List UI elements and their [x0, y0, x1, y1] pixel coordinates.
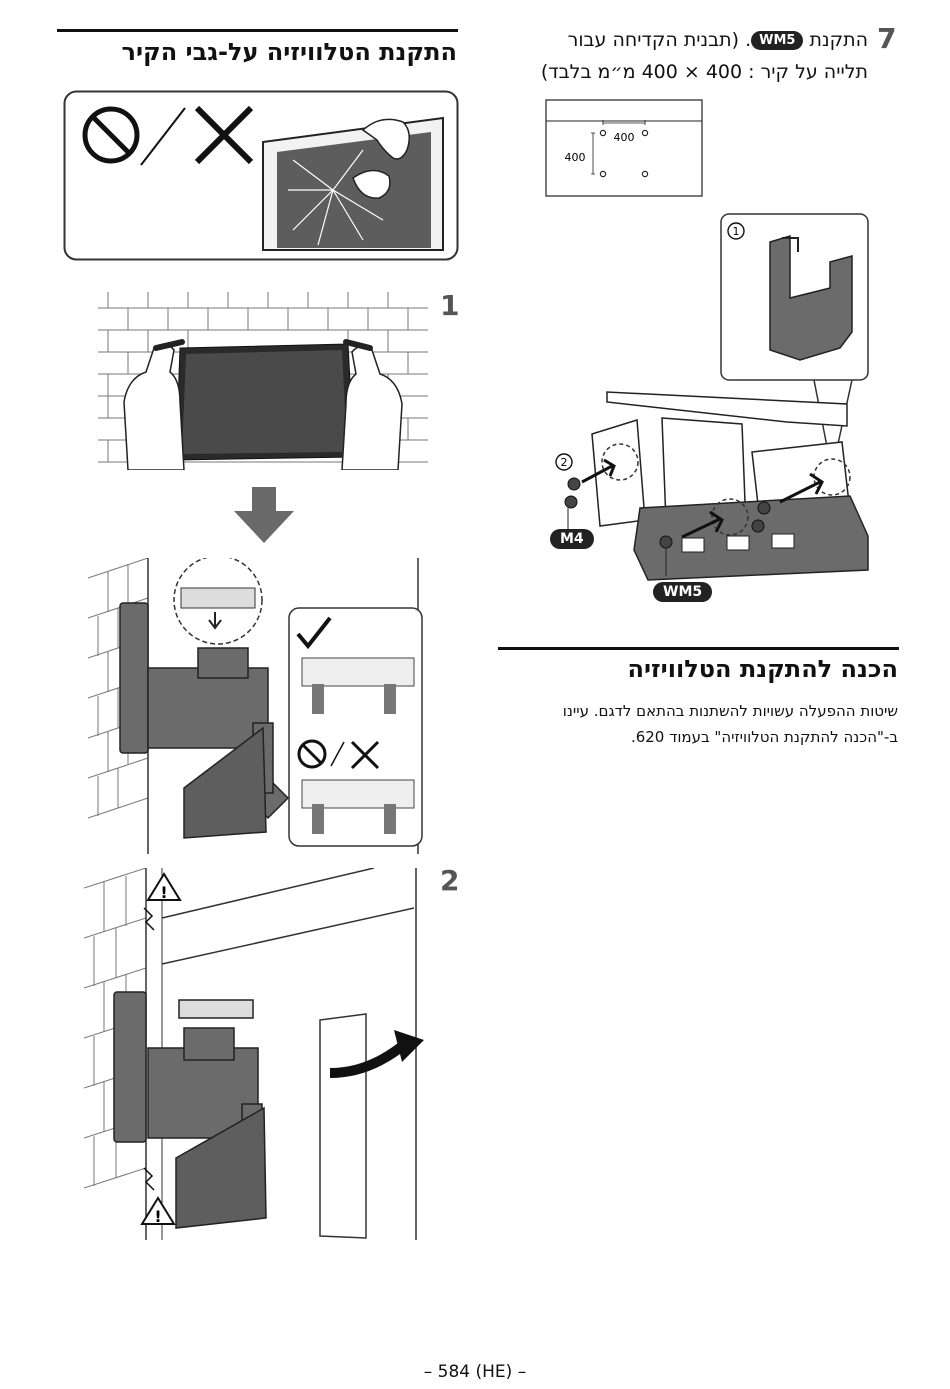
right-section-body-line1: שיטות ההפעלה עשויות להשתנות בהתאם לדגם. …	[562, 702, 898, 720]
svg-text:!: !	[154, 1207, 161, 1226]
left-title-rule	[57, 29, 458, 32]
right-title-rule	[498, 647, 899, 650]
step1-illustration	[98, 292, 428, 470]
cross-icon	[194, 105, 254, 165]
wm5-part-tag: WM5	[653, 582, 713, 602]
step-7-line1: התקנת WM5. (תבנית הקדיחה עבור	[568, 24, 868, 56]
hole-height-label: 400	[565, 151, 586, 164]
m4-screw-tag: M4	[550, 529, 594, 549]
callout-1-badge: 1	[727, 222, 745, 240]
no-cross-icon	[297, 739, 380, 770]
right-section-body-line2: ב-"הכנה להתקנת הטלוויזיה" בעמוד 620.	[630, 728, 898, 746]
step-7-verb: התקנת	[809, 29, 868, 51]
broken-screen-illustration	[262, 116, 444, 251]
right-section-title: הכנה להתקנת הטלוויזיה	[627, 655, 898, 683]
callout-2-badge: 2	[555, 453, 573, 471]
warning-panel	[63, 90, 459, 261]
step-7-drill-intro: . (תבנית הקדיחה עבור	[567, 29, 752, 51]
caution-icon-bottom: !	[140, 1196, 176, 1226]
caution-icon-top: !	[146, 872, 182, 902]
bracket-assembly-illustration: 1 2	[555, 213, 869, 581]
arm-mount	[119, 602, 290, 839]
slash-divider	[140, 107, 186, 166]
hole-width-label: 400	[614, 131, 635, 144]
step-1-number: 1	[440, 289, 460, 322]
prohibited-icon	[82, 106, 140, 164]
step-2-number: 2	[440, 864, 460, 897]
check-box-panel	[288, 607, 423, 847]
wm5-badge: WM5	[751, 31, 804, 50]
down-arrow-icon	[234, 487, 294, 543]
svg-text:!: !	[160, 883, 167, 902]
callout-1-label: 1	[733, 225, 740, 238]
step-7-number: 7	[877, 22, 897, 55]
checkmark-icon	[296, 616, 332, 650]
page-number: – 584 (HE) –	[423, 1362, 527, 1382]
left-section-title: התקנת הטלוויזיה על-גבי הקיר	[121, 38, 457, 66]
step2-illustration: ! !	[84, 868, 424, 1240]
hole-pattern-diagram: 400 400	[545, 99, 703, 197]
mount-hook-illustration	[88, 558, 423, 854]
step-7-line2: תלייה על קיר : 400 × 400 מ״מ בלבד)	[540, 61, 868, 83]
callout-2-label: 2	[561, 456, 568, 469]
